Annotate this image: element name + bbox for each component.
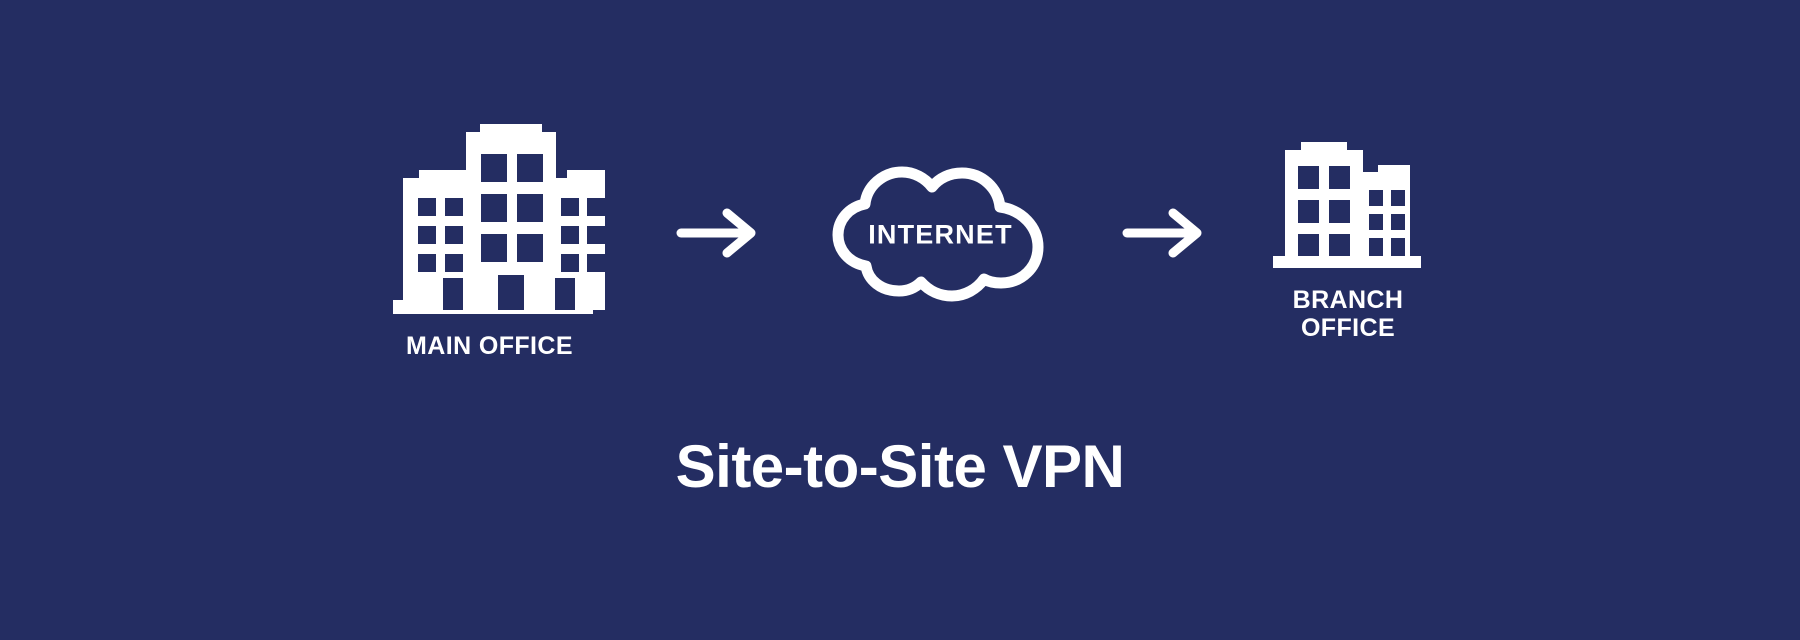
main-office-icon-wrap bbox=[365, 110, 615, 320]
node-branch-office: BRANCH OFFICE bbox=[1261, 128, 1436, 342]
arrow-main-to-internet bbox=[675, 205, 763, 266]
branch-office-icon-wrap bbox=[1261, 128, 1436, 278]
node-main-office: MAIN OFFICE bbox=[365, 110, 615, 360]
arrow-right-icon bbox=[1122, 208, 1201, 257]
cloud-icon bbox=[832, 166, 1043, 302]
node-internet: INTERNET bbox=[821, 155, 1061, 315]
diagram-title: Site-to-Site VPN bbox=[675, 433, 1125, 500]
node-label-internet: INTERNET bbox=[868, 219, 1013, 250]
arrow-internet-to-branch bbox=[1121, 205, 1209, 266]
node-label-main-office: MAIN OFFICE bbox=[406, 332, 573, 360]
diagram-flow-row: MAIN OFFICE INTERNET bbox=[365, 110, 1436, 360]
office-buildings-icon bbox=[392, 124, 605, 314]
node-label-branch-office: BRANCH OFFICE bbox=[1292, 286, 1404, 342]
arrow-right-icon bbox=[676, 208, 755, 257]
office-buildings-icon bbox=[1272, 142, 1421, 268]
internet-cloud-wrap: INTERNET bbox=[821, 155, 1061, 315]
